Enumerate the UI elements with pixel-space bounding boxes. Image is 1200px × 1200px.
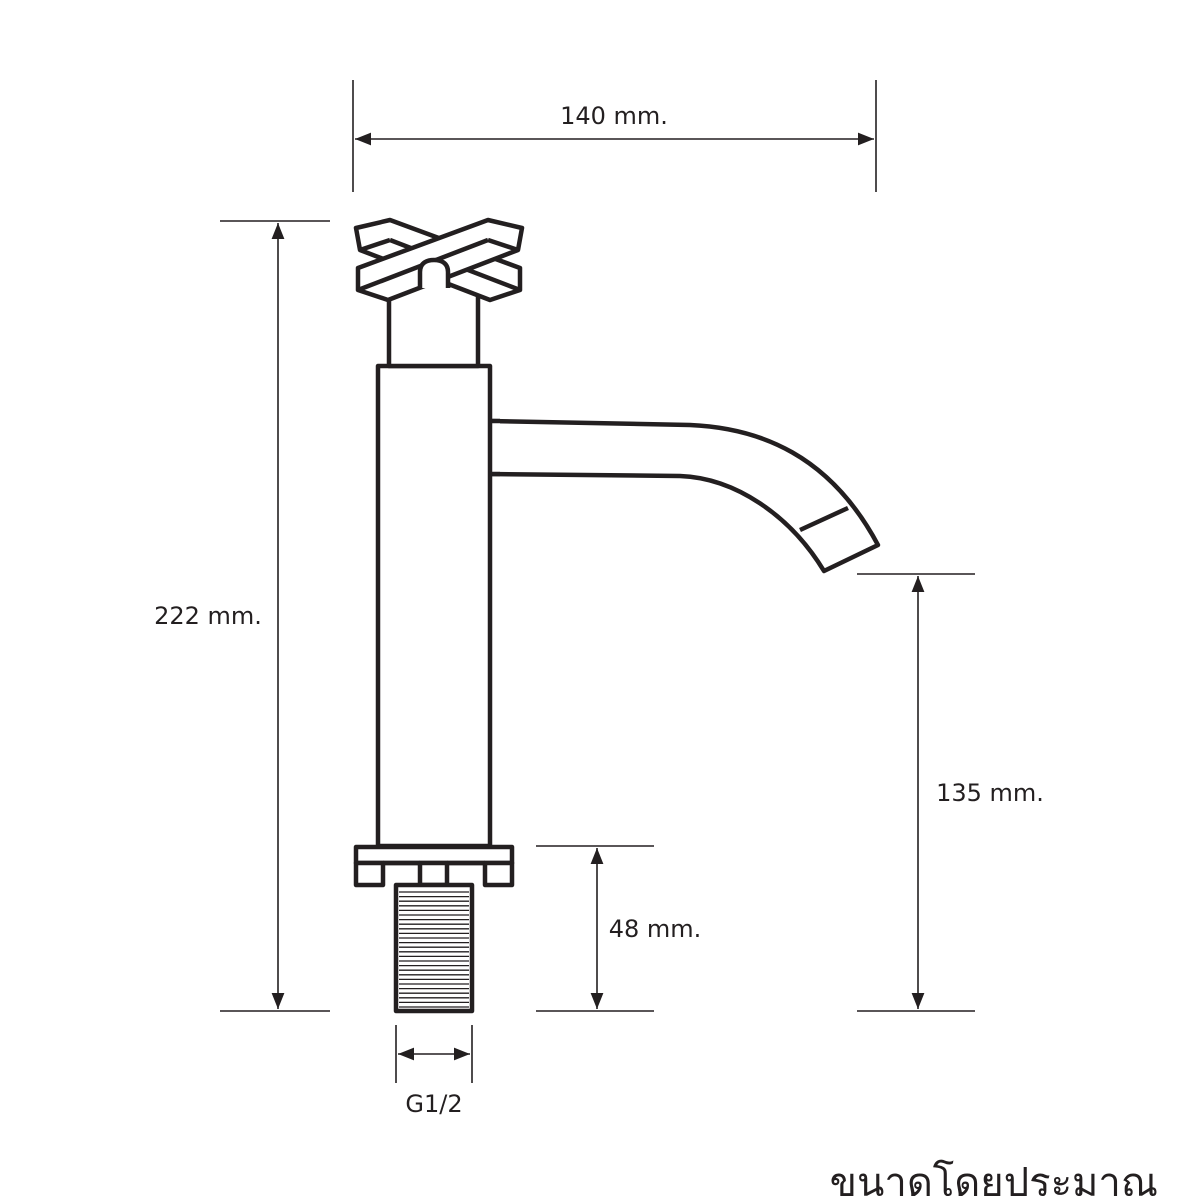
cross-handle (353, 217, 525, 303)
spout (461, 418, 881, 574)
width-label: 140 mm. (560, 102, 668, 130)
base-flange (353, 844, 515, 888)
shank-length-label: 48 mm. (609, 915, 702, 943)
handle-cap (417, 257, 451, 288)
spout-pipe (485, 418, 881, 574)
valve-bonnet (386, 282, 481, 369)
faucet-drawing (353, 217, 881, 1014)
handle-arm-b-edge (487, 237, 519, 253)
thread-label: G1/2 (405, 1090, 462, 1118)
height-label: 222 mm. (154, 602, 262, 630)
spout-aerator-ring (799, 505, 849, 533)
flange-tooth-3 (482, 860, 515, 888)
thread-dimension: G1/2 (395, 1025, 473, 1118)
spout-height-dimension: 135 mm. (857, 573, 1044, 1012)
height-dimension: 222 mm. (154, 220, 330, 1012)
threaded-shank (393, 882, 475, 1014)
shank-threads (399, 891, 469, 1008)
faucet-body (375, 363, 493, 849)
approximate-size-note: ขนาดโดยประมาณ (830, 1160, 1158, 1200)
shank-body (393, 882, 475, 1014)
handle-arm-a-edge (359, 237, 391, 253)
spout-height-label: 135 mm. (936, 779, 1044, 807)
width-dimension: 140 mm. (352, 80, 877, 192)
flange-plate (353, 844, 515, 866)
flange-tooth-2 (417, 860, 450, 888)
shank-length-dimension: 48 mm. (536, 845, 702, 1012)
flange-tooth-1 (353, 860, 386, 888)
